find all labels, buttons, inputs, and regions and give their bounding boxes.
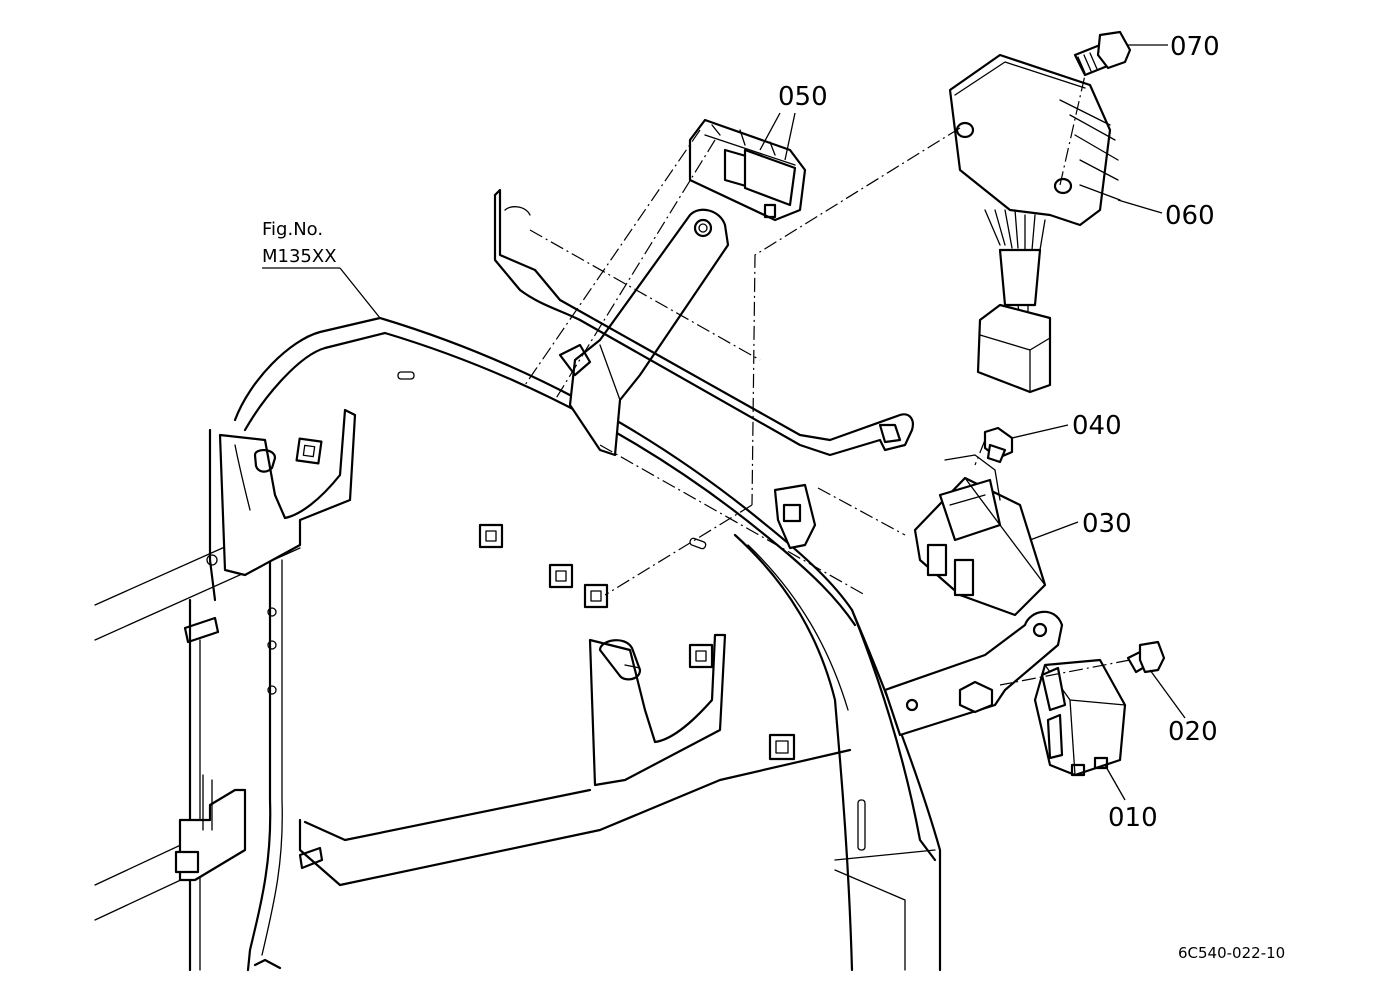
part-010-relay (1033, 658, 1127, 777)
callout-040: 040 (1072, 411, 1122, 441)
frame-assembly (94, 316, 942, 972)
figure-ref-number: M135XX (262, 246, 337, 267)
figure-reference: Fig.No. M135XX (262, 219, 340, 269)
drawing-code: 6C540-022-10 (1178, 944, 1285, 962)
callout-050: 050 (778, 82, 828, 112)
callout-030: 030 (1082, 509, 1132, 539)
part-020-bolt (1126, 640, 1166, 674)
figure-ref-label: Fig.No. (262, 219, 323, 240)
part-040-bolt (983, 426, 1014, 464)
callout-010: 010 (1108, 803, 1158, 833)
upper-arm-bracket (493, 188, 914, 550)
part-070-bolt (1073, 30, 1132, 77)
part-060-regulator (948, 53, 1121, 394)
part-050-connectors (688, 118, 807, 222)
relay-mount-plate (883, 610, 1064, 737)
leader-lines (339, 44, 1186, 801)
callout-060: 060 (1165, 201, 1215, 231)
assembly-lines (524, 74, 1131, 686)
part-030-relay (913, 454, 1047, 617)
callout-070: 070 (1170, 32, 1220, 62)
callout-020: 020 (1168, 717, 1218, 747)
